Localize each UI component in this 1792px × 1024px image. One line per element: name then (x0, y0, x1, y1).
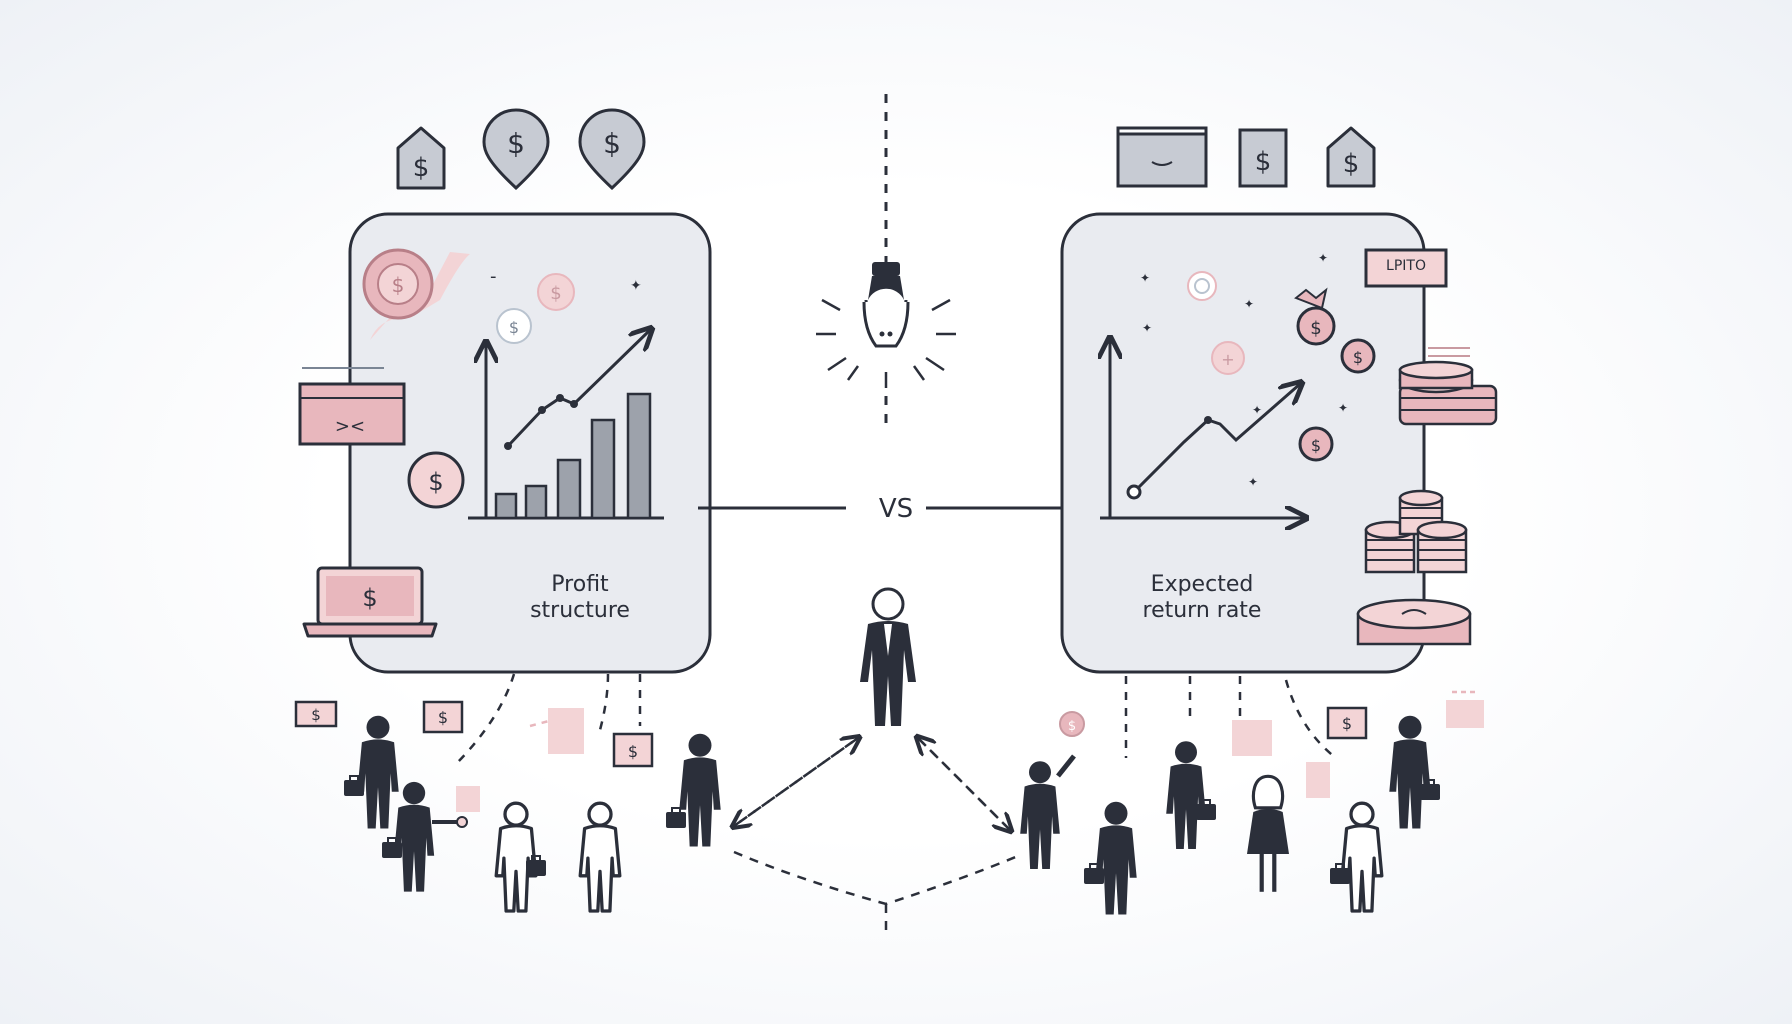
svg-text:$: $ (1353, 348, 1363, 367)
coin-icon: $ (537, 273, 575, 311)
coin-icon: $ (407, 451, 465, 509)
coin-icon (1187, 271, 1217, 301)
bar (590, 418, 616, 520)
coin-icon: $ (362, 248, 470, 340)
panel-connectors (453, 673, 1337, 767)
ticket-icon: >< (298, 367, 406, 446)
dollar-bill-icon: $ (612, 732, 654, 768)
person-icon (578, 801, 622, 913)
money-bag-icon: $ (1294, 287, 1336, 346)
svg-text:$: $ (1255, 147, 1272, 177)
trend-line (1132, 384, 1300, 494)
coin-icon: $ (1298, 426, 1334, 462)
note-shape (456, 786, 480, 812)
bar (494, 492, 518, 520)
right-panel-caption: Expected return rate (1142, 572, 1262, 623)
dollar-bill-icon: $ (422, 700, 464, 734)
left-bar-chart (468, 330, 664, 520)
lightbulb-icon (816, 262, 956, 388)
left-crowd (343, 715, 721, 913)
svg-text:$: $ (362, 584, 377, 612)
coin-stack-icon (1364, 489, 1468, 574)
svg-text:✦: ✦ (1338, 401, 1348, 415)
dollar-bill-icon: $ (294, 700, 338, 728)
svg-text:$: $ (1310, 318, 1321, 339)
person-icon (860, 587, 916, 726)
bar (556, 458, 582, 520)
person-icon (494, 801, 538, 913)
laptop-dollar-icon: $ (302, 566, 438, 638)
note-shape (1232, 720, 1272, 756)
right-line-chart (1100, 340, 1304, 518)
svg-text:$: $ (1068, 719, 1076, 734)
svg-text:$: $ (507, 127, 525, 160)
dollar-bill-icon: $ (1326, 706, 1368, 740)
person-icon (1340, 801, 1384, 913)
dollar-bill-icon: $ (1238, 128, 1288, 188)
svg-text:$: $ (428, 468, 443, 496)
svg-text:✦: ✦ (1248, 475, 1258, 489)
note-shape (1306, 762, 1330, 798)
right-crowd: $ (1020, 711, 1441, 915)
svg-text:$: $ (1311, 436, 1321, 455)
person-icon (1095, 801, 1137, 915)
coin-icon (1356, 598, 1472, 646)
briefcase-icon (1419, 779, 1441, 801)
svg-text:✦: ✦ (1252, 403, 1262, 417)
svg-text:$: $ (603, 127, 621, 160)
svg-text:✦: ✦ (1142, 321, 1152, 335)
svg-text:$: $ (392, 273, 405, 297)
svg-text:-: - (490, 266, 497, 287)
briefcase-icon (665, 807, 687, 829)
bar (524, 484, 548, 520)
svg-text:✦: ✦ (1140, 271, 1150, 285)
location-pin-dollar-icon: $ (482, 108, 550, 191)
coin-icon: + (1211, 341, 1245, 375)
svg-text:$: $ (311, 706, 321, 724)
note-shape (548, 708, 584, 754)
person-icon (679, 733, 721, 847)
svg-text:$: $ (509, 318, 519, 337)
location-pin-dollar-icon: $ (578, 108, 646, 191)
svg-text:$: $ (628, 742, 638, 761)
person-icon (357, 715, 399, 829)
person-icon (1389, 715, 1431, 829)
svg-text:✦: ✦ (1244, 297, 1254, 311)
svg-text:><: >< (335, 416, 365, 437)
svg-text:+: + (1221, 350, 1234, 369)
note-shape (1446, 700, 1484, 728)
svg-text:$: $ (438, 708, 448, 727)
svg-text:$: $ (413, 153, 430, 183)
transfer-arrows-icon (1428, 347, 1470, 357)
person-icon (1166, 741, 1206, 849)
label-tag-text: LPITO (1386, 258, 1426, 274)
svg-text:$: $ (1342, 714, 1352, 733)
left-panel-caption: Profit structure (530, 572, 630, 623)
person-icon (1247, 774, 1289, 892)
label-tag (1364, 248, 1448, 288)
coin-stack-icon (1398, 360, 1498, 426)
coin-icon: $ (496, 308, 532, 344)
person-icon (1020, 761, 1060, 869)
house-dollar-icon: $ (1326, 126, 1376, 188)
house-dollar-icon: $ (396, 126, 446, 190)
wallet-icon (1116, 126, 1208, 188)
svg-text:$: $ (550, 283, 561, 304)
vs-label: VS (878, 494, 914, 524)
bar (626, 392, 652, 520)
svg-text:✦: ✦ (1318, 251, 1328, 265)
svg-text:$: $ (1343, 149, 1360, 179)
svg-text:✦: ✦ (630, 278, 642, 294)
person-icon (393, 781, 435, 892)
coin-icon: $ (1340, 338, 1376, 374)
dashed-arrows (734, 738, 1019, 934)
